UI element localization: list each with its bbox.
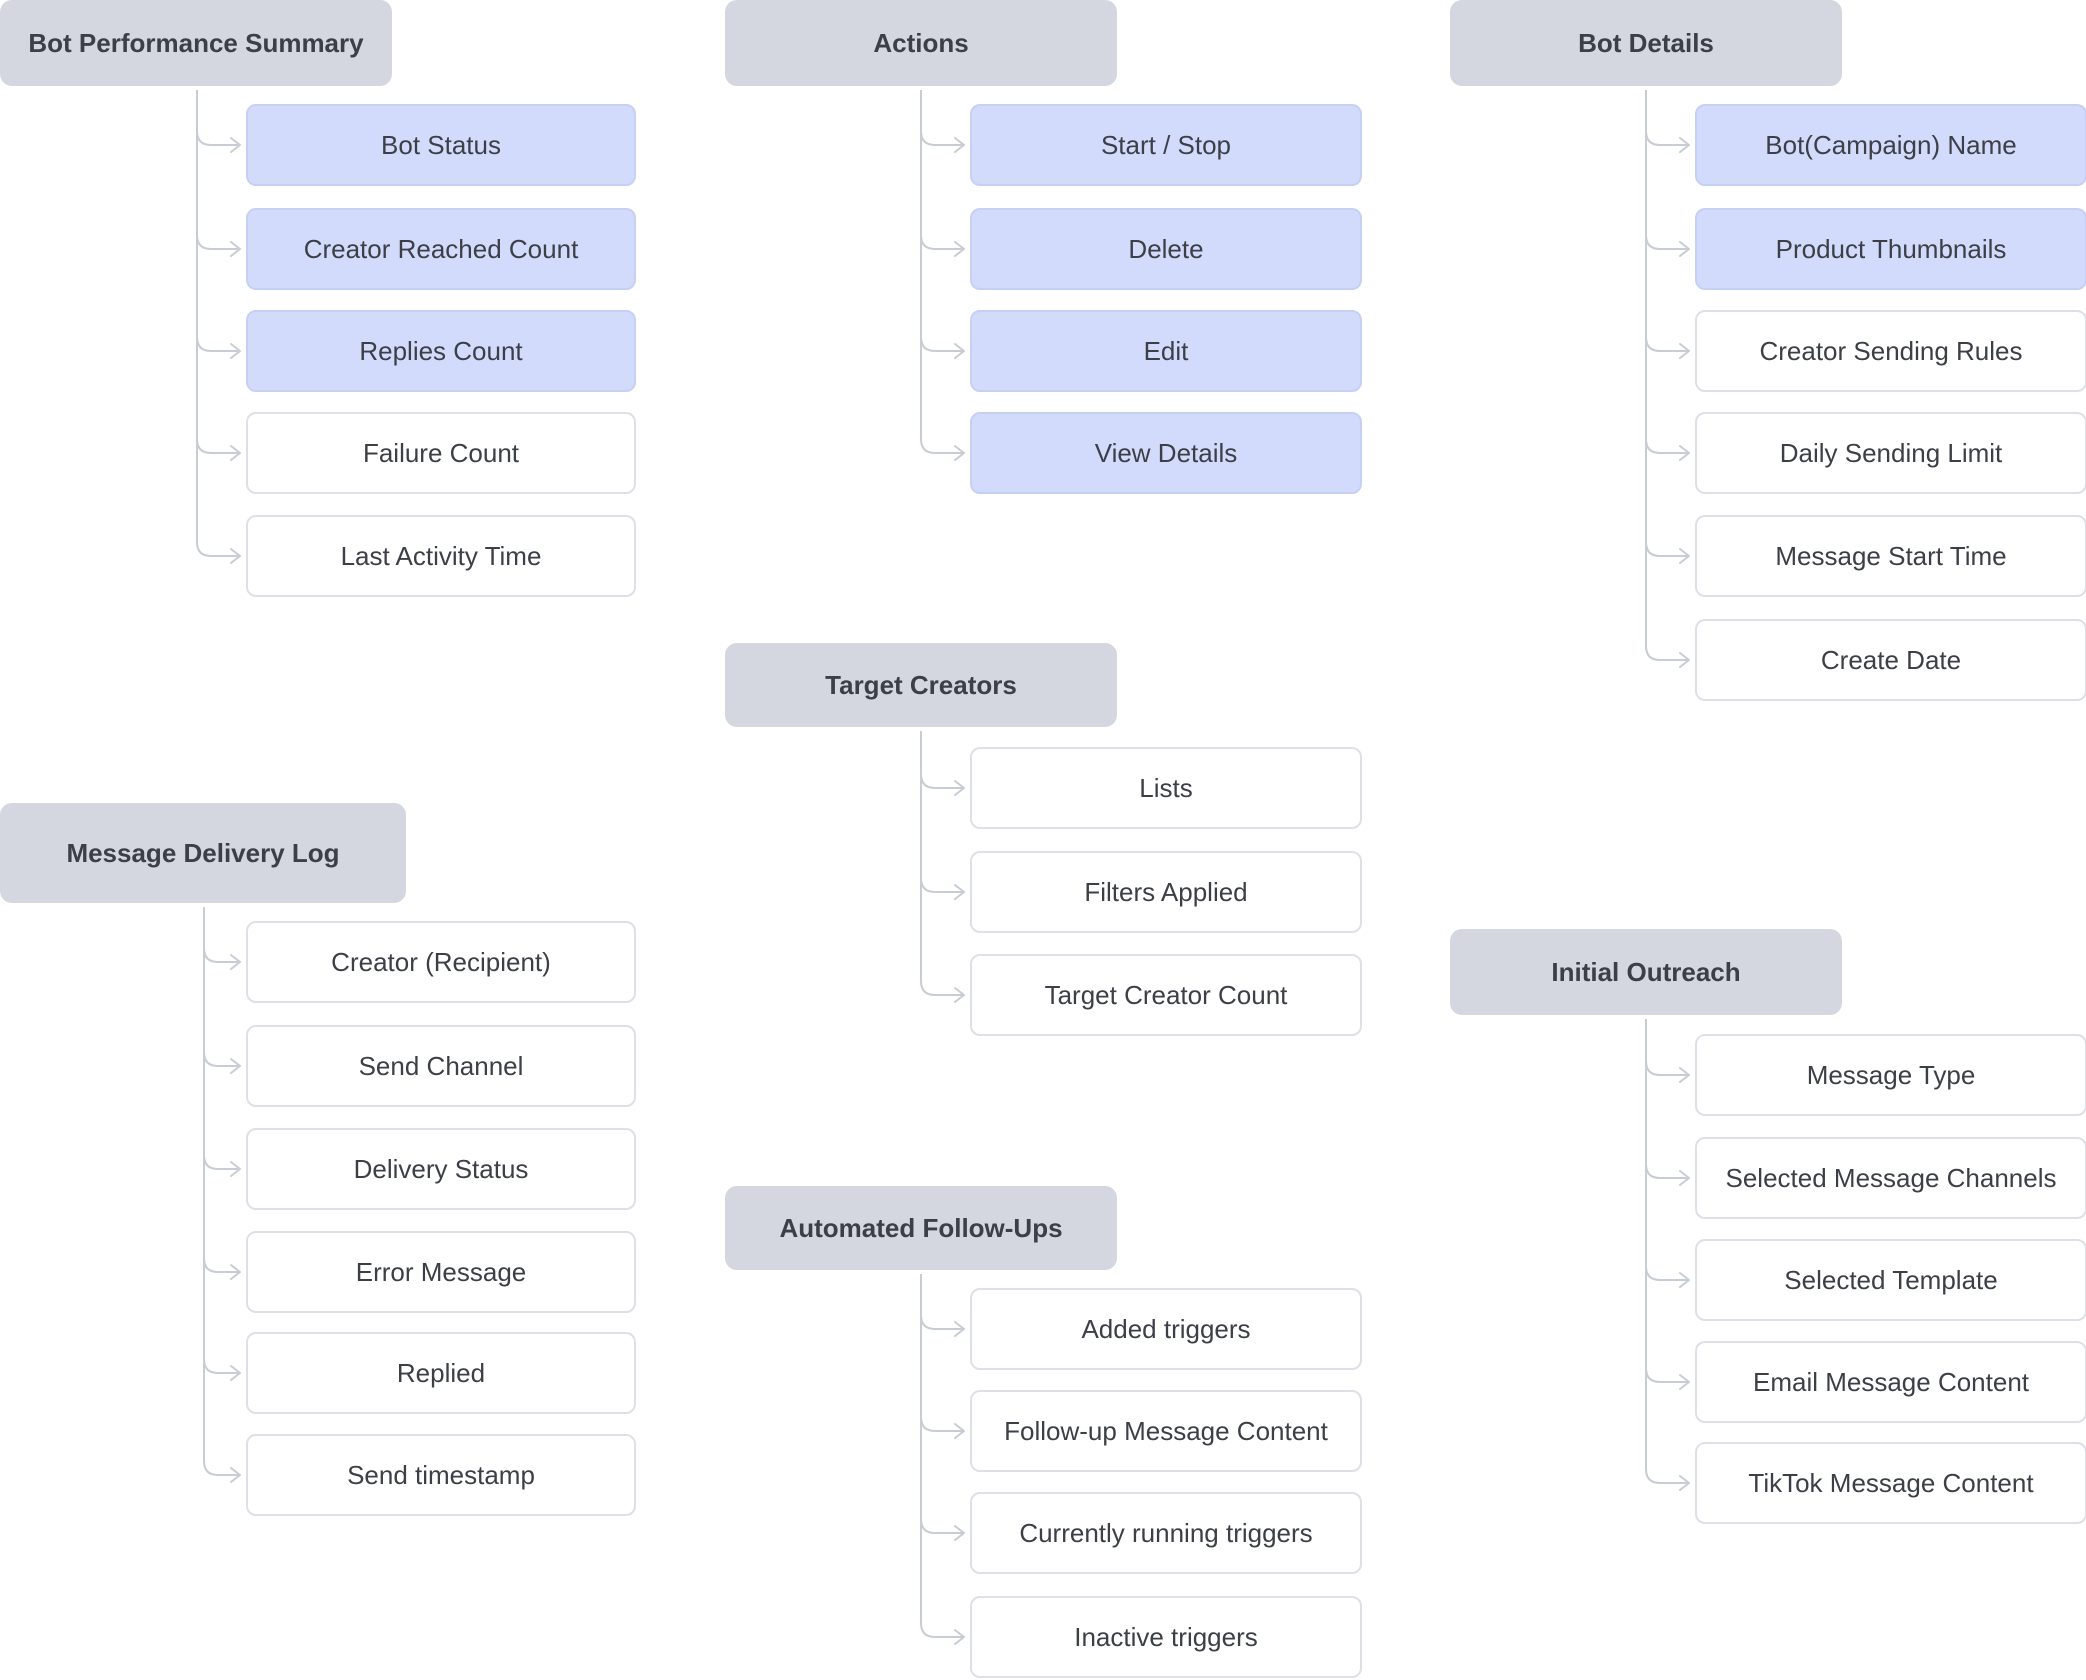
node-item: Target Creator Count	[970, 954, 1362, 1036]
group-header: Actions	[725, 0, 1117, 86]
node-item: Product Thumbnails	[1695, 208, 2086, 290]
group-header: Message Delivery Log	[0, 803, 406, 903]
node-item: Creator Sending Rules	[1695, 310, 2086, 392]
connector-arrow	[196, 336, 241, 359]
connector-arrow	[920, 234, 965, 257]
connector-arrow	[203, 1257, 241, 1280]
node-item: Selected Message Channels	[1695, 1137, 2086, 1219]
node-item: Error Message	[246, 1231, 636, 1313]
connector-arrow	[920, 980, 965, 1003]
connector-arrow	[1645, 645, 1690, 668]
connector-arrow	[1645, 336, 1690, 359]
group-header: Target Creators	[725, 643, 1117, 727]
connector-arrow	[920, 1518, 965, 1541]
group-header: Bot Details	[1450, 0, 1842, 86]
connector-arrow	[1645, 1265, 1690, 1288]
connector-arrow	[920, 877, 965, 900]
node-item: Message Start Time	[1695, 515, 2086, 597]
node-item: View Details	[970, 412, 1362, 494]
node-item: Create Date	[1695, 619, 2086, 701]
node-item: Creator (Recipient)	[246, 921, 636, 1003]
node-item: Currently running triggers	[970, 1492, 1362, 1574]
connector-arrow	[203, 947, 241, 970]
connector-arrow	[196, 438, 241, 461]
node-item: Delete	[970, 208, 1362, 290]
connector-arrow	[920, 336, 965, 359]
connector-arrow	[203, 1358, 241, 1381]
node-item: Added triggers	[970, 1288, 1362, 1370]
connector-arrow	[203, 1460, 241, 1483]
node-item: Message Type	[1695, 1034, 2086, 1116]
group-header: Bot Performance Summary	[0, 0, 392, 86]
node-item: Last Activity Time	[246, 515, 636, 597]
node-item: Replied	[246, 1332, 636, 1414]
connector-arrow	[920, 1314, 965, 1337]
node-item: Replies Count	[246, 310, 636, 392]
node-item: Bot(Campaign) Name	[1695, 104, 2086, 186]
connector-arrow	[196, 130, 241, 153]
node-item: Follow-up Message Content	[970, 1390, 1362, 1472]
connector-arrow	[1645, 541, 1690, 564]
node-item: Failure Count	[246, 412, 636, 494]
connector-arrow	[1645, 438, 1690, 461]
connector-arrow	[1645, 1163, 1690, 1186]
node-item: Selected Template	[1695, 1239, 2086, 1321]
connector-lines	[1645, 1019, 1690, 1491]
connector-arrow	[1645, 1060, 1690, 1083]
node-item: Edit	[970, 310, 1362, 392]
group-header: Automated Follow-Ups	[725, 1186, 1117, 1270]
node-item: Send Channel	[246, 1025, 636, 1107]
connector-arrow	[1645, 1468, 1690, 1491]
node-item: TikTok Message Content	[1695, 1442, 2086, 1524]
node-item: Send timestamp	[246, 1434, 636, 1516]
node-item: Filters Applied	[970, 851, 1362, 933]
node-item: Lists	[970, 747, 1362, 829]
connector-arrow	[1645, 130, 1690, 153]
node-item: Daily Sending Limit	[1695, 412, 2086, 494]
connector-arrow	[1645, 1367, 1690, 1390]
connector-arrow	[1645, 234, 1690, 257]
connector-arrow	[920, 130, 965, 153]
connector-arrow	[203, 1154, 241, 1177]
connector-arrow	[920, 1622, 965, 1645]
node-item: Start / Stop	[970, 104, 1362, 186]
node-item: Inactive triggers	[970, 1596, 1362, 1678]
connector-arrow	[920, 438, 965, 461]
node-item: Bot Status	[246, 104, 636, 186]
connector-arrow	[920, 773, 965, 796]
connector-arrow	[196, 541, 241, 564]
node-item: Delivery Status	[246, 1128, 636, 1210]
connector-arrow	[203, 1051, 241, 1074]
connector-arrow	[196, 234, 241, 257]
connector-lines	[196, 90, 241, 564]
connector-arrow	[920, 1416, 965, 1439]
group-header: Initial Outreach	[1450, 929, 1842, 1015]
node-item: Creator Reached Count	[246, 208, 636, 290]
node-item: Email Message Content	[1695, 1341, 2086, 1423]
